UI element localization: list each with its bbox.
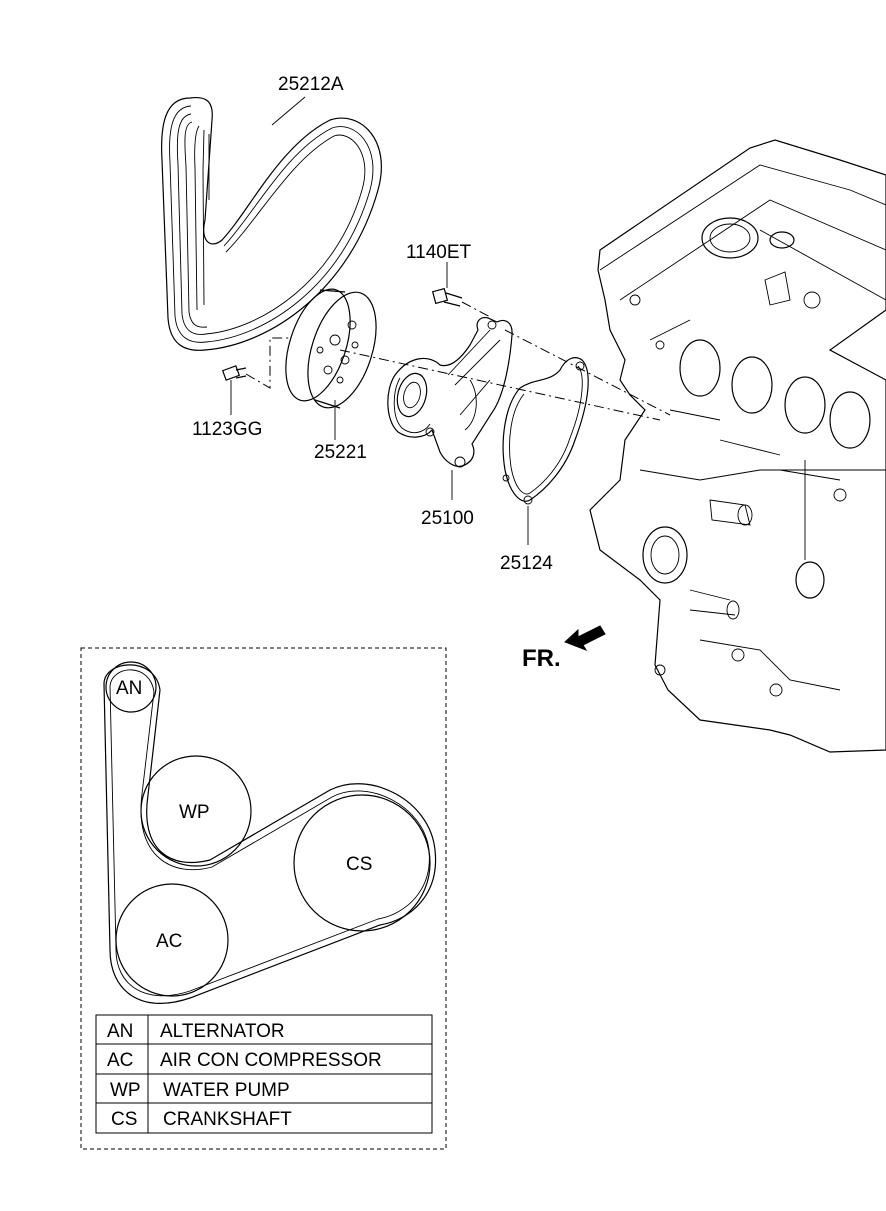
part-label-water-pump: 25100 (421, 508, 474, 529)
pulley-water-pump (140, 755, 252, 867)
pulley-label-air-con: AC (156, 931, 182, 952)
engine-block (589, 139, 886, 753)
legend-code: AN (107, 1021, 133, 1042)
legend-code: AC (107, 1050, 133, 1071)
part-label-pulley: 25221 (314, 442, 367, 463)
pulley-air-con (115, 883, 229, 997)
part-label-pump-bolt: 1140ET (406, 242, 472, 263)
legend-code: CS (111, 1109, 137, 1130)
legend-table (95, 1014, 433, 1134)
legend-name: CRANKSHAFT (163, 1109, 292, 1130)
pulley-label-water-pump: WP (179, 802, 210, 823)
drive-belt (161, 96, 382, 351)
water-pump-assembly (387, 317, 513, 468)
pulley-label-alternator: AN (116, 678, 142, 699)
pump-bolt (431, 287, 463, 307)
assembly-centerline (339, 349, 661, 421)
bolt-centerline (461, 301, 493, 319)
front-direction-arrow (564, 625, 606, 651)
part-label-pulley-bolt: 1123GG (192, 419, 262, 440)
part-label-belt: 25212A (278, 74, 344, 95)
pulley-bolt (221, 365, 247, 381)
assembly-centerline (504, 329, 671, 416)
belt-routing-path (103, 664, 437, 1004)
legend-name: AIR CON COMPRESSOR (160, 1050, 382, 1071)
belt-layout-inset-border (80, 647, 447, 1150)
part-label-gasket: 25124 (500, 553, 553, 574)
legend-name: ALTERNATOR (160, 1021, 285, 1042)
water-pump-pulley (285, 288, 377, 409)
bolt-centerline (245, 337, 290, 389)
leader-line (271, 96, 306, 126)
legend-name: WATER PUMP (163, 1080, 290, 1101)
pulley-label-crankshaft: CS (346, 854, 372, 875)
water-pump-gasket (502, 357, 589, 505)
pulley-crankshaft (293, 794, 431, 932)
front-direction-label: FR. (522, 645, 561, 672)
legend-code: WP (110, 1080, 141, 1101)
pulley-alternator (105, 661, 157, 713)
